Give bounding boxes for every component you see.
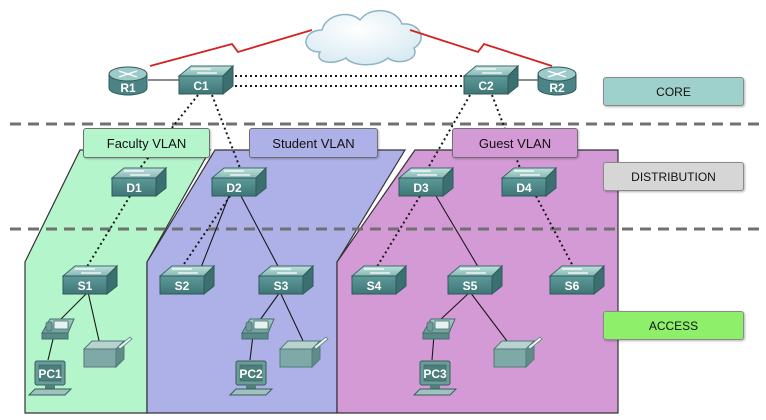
distribution-switch-d4[interactable]: D4: [500, 166, 558, 198]
switch-arrows-icon: [364, 268, 390, 274]
distribution-switch-d2[interactable]: D2: [210, 166, 268, 198]
pc-label: PC3: [423, 367, 447, 381]
access-tier-tag: ACCESS: [603, 311, 744, 340]
switch-arrows-icon: [124, 170, 150, 176]
core-switch-c1[interactable]: C1: [177, 64, 235, 96]
switch-arrows-icon: [191, 68, 217, 74]
switch-arrows-icon: [172, 268, 198, 274]
pc-pc3[interactable]: PC3: [412, 360, 458, 396]
switch-arrows-icon: [411, 170, 437, 176]
switch-arrows-icon: [460, 268, 486, 274]
access-tier-label: ACCESS: [648, 318, 699, 333]
access-switch-s3[interactable]: S3: [257, 264, 315, 296]
distribution-switch-label: D1: [126, 181, 142, 195]
wan-link-left: [149, 29, 313, 67]
pc-pc1[interactable]: PC1: [27, 360, 73, 396]
cloud-icon: [305, 10, 422, 66]
router-arrows-icon: [118, 70, 138, 78]
router-arrows-icon: [547, 70, 567, 78]
guest-vlan-tab: Guest VLAN: [452, 128, 578, 158]
switch-arrows-icon: [75, 268, 101, 274]
pc-pc2[interactable]: PC2: [228, 360, 274, 396]
pc-label: PC1: [38, 367, 62, 381]
switch-arrows-icon: [562, 268, 588, 274]
wan-link-right: [409, 29, 553, 67]
ip-phone-icon: [41, 318, 75, 340]
distribution-switch-d1[interactable]: D1: [110, 166, 168, 198]
switch-arrows-icon: [224, 170, 250, 176]
switch-arrows-icon: [476, 68, 502, 74]
distribution-switch-label: D3: [413, 181, 429, 195]
router-label: R2: [549, 81, 565, 95]
student-vlan-label: Student VLAN: [272, 135, 355, 151]
core-switch-label: C2: [478, 79, 494, 93]
pc-label: PC2: [239, 367, 263, 381]
core-switch-label: C1: [193, 79, 209, 93]
router-r2[interactable]: R2: [537, 66, 577, 96]
printer-icon: [82, 336, 133, 369]
access-switch-label: S6: [565, 279, 580, 293]
student-vlan-tab: Student VLAN: [249, 128, 378, 158]
switch-arrows-icon: [271, 268, 297, 274]
guest-vlan-label: Guest VLAN: [478, 135, 552, 151]
faculty-vlan-tab: Faculty VLAN: [83, 128, 210, 158]
core-tier-tag: CORE: [603, 77, 744, 106]
access-switch-label: S3: [274, 279, 289, 293]
distribution-tier-label: DISTRIBUTION: [631, 169, 716, 184]
access-switch-s4[interactable]: S4: [350, 264, 408, 296]
distribution-tier-tag: DISTRIBUTION: [603, 162, 744, 191]
core-switch-c2[interactable]: C2: [462, 64, 520, 96]
access-switch-s1[interactable]: S1: [61, 264, 119, 296]
access-switch-label: S1: [78, 279, 93, 293]
distribution-switch-d3[interactable]: D3: [397, 166, 455, 198]
access-switch-s6[interactable]: S6: [548, 264, 606, 296]
core-tier-label: CORE: [656, 84, 691, 99]
access-switch-label: S4: [367, 279, 382, 293]
distribution-switch-label: D2: [226, 181, 242, 195]
ip-phone-icon: [422, 318, 456, 340]
distribution-switch-label: D4: [516, 181, 532, 195]
ip-phone-icon: [241, 318, 275, 340]
printer-icon: [278, 336, 329, 369]
faculty-vlan-label: Faculty VLAN: [106, 135, 187, 151]
access-switch-label: S5: [463, 279, 478, 293]
router-label: R1: [120, 81, 136, 95]
printer-icon: [492, 336, 543, 369]
access-switch-s2[interactable]: S2: [158, 264, 216, 296]
access-switch-label: S2: [175, 279, 190, 293]
switch-arrows-icon: [514, 170, 540, 176]
router-r1[interactable]: R1: [108, 66, 148, 96]
access-switch-s5[interactable]: S5: [446, 264, 504, 296]
